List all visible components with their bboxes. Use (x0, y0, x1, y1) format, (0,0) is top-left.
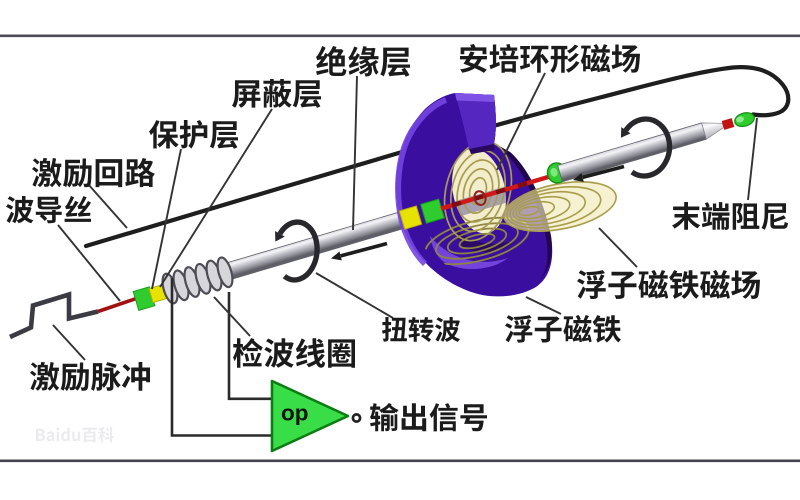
svg-text:op: op (281, 401, 309, 426)
